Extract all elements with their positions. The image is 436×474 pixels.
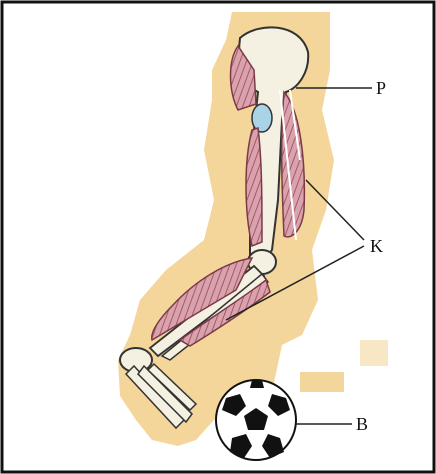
soccer-ball bbox=[216, 380, 296, 460]
label-p: P bbox=[376, 78, 386, 98]
hamstring-muscle bbox=[246, 128, 262, 246]
label-k: K bbox=[370, 236, 383, 256]
label-b: B bbox=[356, 414, 368, 434]
